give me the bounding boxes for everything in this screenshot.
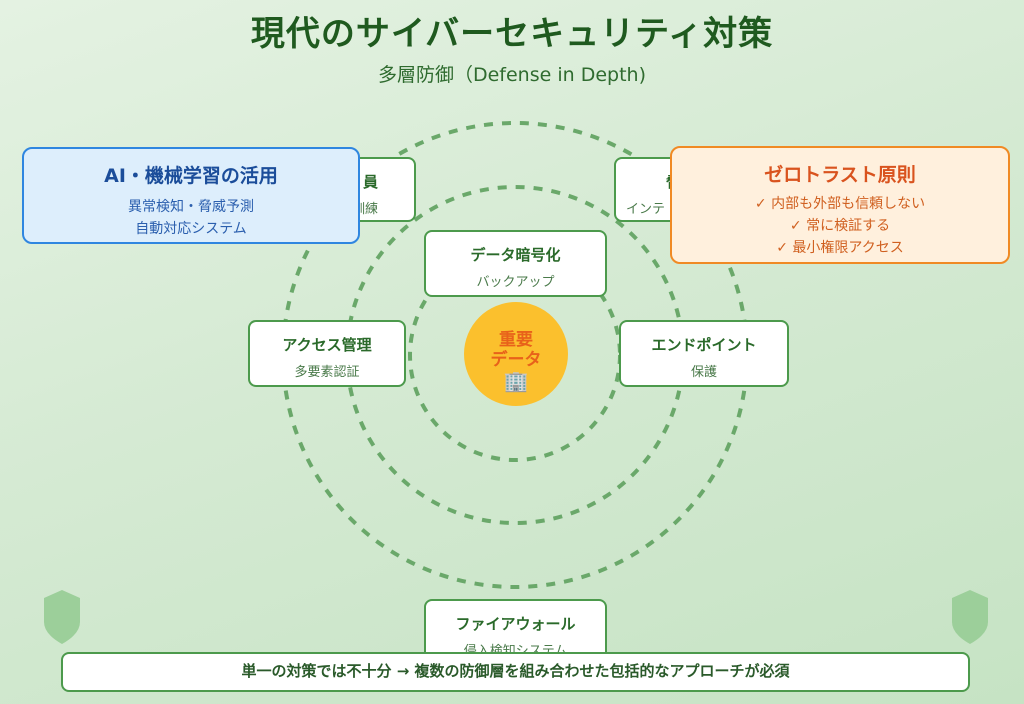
shield-icon-left bbox=[44, 590, 80, 644]
office-building-icon: 🏢 bbox=[503, 369, 529, 393]
zero-trust-title: ゼロトラスト原則 bbox=[764, 164, 916, 186]
layer-desc: 多要素認証 bbox=[294, 365, 360, 380]
ai-ml-callout: AI・機械学習の活用 異常検知・脅威予測 自動対応システム bbox=[22, 147, 360, 244]
layer-access-management[interactable]: アクセス管理 多要素認証 bbox=[248, 320, 406, 387]
layer-name: エンドポイント bbox=[651, 336, 757, 354]
core-label-line2: データ bbox=[490, 350, 542, 370]
page-title: 現代のサイバーセキュリティ対策 bbox=[250, 14, 774, 54]
layer-data-encryption[interactable]: データ暗号化 バックアップ bbox=[424, 230, 607, 297]
footer-summary: 単一の対策では不十分 → 複数の防御層を組み合わせた包括的なアプローチが必須 bbox=[61, 652, 970, 692]
layer-name: 員 bbox=[362, 173, 378, 191]
layer-desc: 保護 bbox=[690, 365, 717, 380]
layer-name: データ暗号化 bbox=[470, 246, 561, 264]
zero-trust-callout: ゼロトラスト原則 ✓ 内部も外部も信頼しない ✓ 常に検証する ✓ 最小権限アク… bbox=[670, 146, 1010, 264]
zero-trust-principle: ✓ 最小権限アクセス bbox=[776, 240, 904, 256]
layer-endpoint-protection[interactable]: エンドポイント 保護 bbox=[619, 320, 789, 387]
zero-trust-principle: ✓ 内部も外部も信頼しない bbox=[754, 196, 926, 212]
ai-callout-line: 自動対応システム bbox=[135, 221, 247, 237]
ai-callout-title: AI・機械学習の活用 bbox=[104, 165, 278, 187]
ai-callout-line: 異常検知・脅威予測 bbox=[128, 199, 254, 215]
page-subtitle: 多層防御（Defense in Depth) bbox=[377, 64, 646, 86]
layer-desc: インテ bbox=[626, 202, 666, 217]
layer-name: アクセス管理 bbox=[282, 336, 372, 354]
core-label-line1: 重要 bbox=[499, 330, 533, 350]
layer-desc: バックアップ bbox=[476, 275, 555, 290]
layer-name: ファイアウォール bbox=[455, 615, 576, 633]
zero-trust-principle: ✓ 常に検証する bbox=[789, 218, 891, 234]
shield-icon-right bbox=[952, 590, 988, 644]
core-critical-data: 重要 データ 🏢 bbox=[464, 302, 568, 406]
